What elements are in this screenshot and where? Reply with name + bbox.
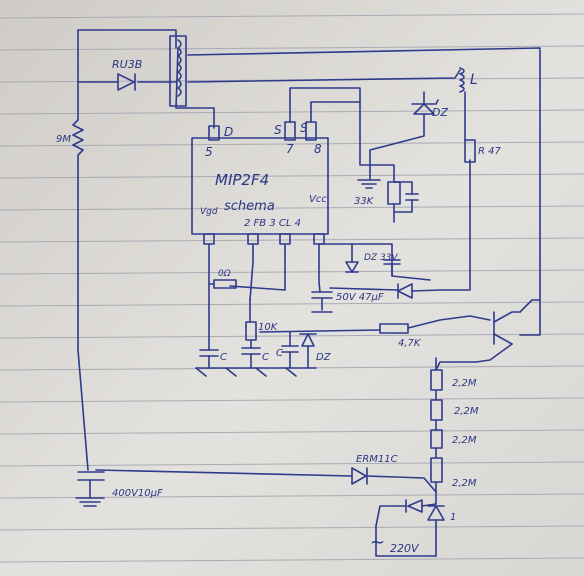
label-c3: C: [276, 348, 283, 359]
label-erm: ERM11C: [356, 454, 398, 465]
label-9m: 9M: [56, 134, 71, 145]
resistor-33k: [387, 181, 419, 223]
chip-subtitle: schema: [224, 199, 275, 214]
label-r22-1: 2,2M: [452, 378, 477, 389]
label-ac-voltage: 220V: [390, 542, 420, 555]
label-cap-400v: 400V10µF: [112, 488, 163, 499]
chip-name: MIP2F4: [215, 171, 269, 189]
chip-mip2f4: [191, 121, 329, 245]
chip-pin-vcc: Vcc: [309, 194, 327, 205]
chip-pin-s8-letter: S: [300, 121, 308, 135]
ruled-lines: [0, 13, 584, 563]
label-r01: 0Ω: [218, 269, 231, 279]
label-dz-bottom: DZ: [316, 352, 332, 363]
label-r47: R 47: [478, 146, 501, 157]
chip-pin-s7-letter: S: [274, 123, 282, 137]
label-r22-2: 2,2M: [454, 406, 479, 417]
lower-left-network: [208, 243, 381, 351]
label-33k: 33K: [354, 196, 375, 207]
chip-pin-s7-number: 7: [286, 142, 294, 156]
chip-pin-d-number: 5: [205, 145, 213, 159]
label-l: L: [470, 72, 478, 88]
label-ac-tilde: ~: [370, 532, 385, 553]
chip-pin-d-letter: D: [224, 125, 233, 139]
chip-pin-s8-number: 8: [314, 142, 322, 156]
cap-50v: [311, 291, 333, 313]
chip-pin-vgd: Vgd: [200, 207, 218, 217]
bridge-diodes: [375, 491, 445, 557]
label-r22-3: 2,2M: [452, 435, 477, 446]
label-d1: 1: [450, 512, 456, 523]
ac-source: [375, 525, 437, 557]
ground-mid: [357, 179, 381, 189]
label-r47k: 4,7K: [398, 338, 422, 349]
chip-bottom-pins: 2 FB 3 CL 4: [244, 218, 301, 229]
diode-erm11c: [95, 467, 437, 493]
diode-vcc: [329, 283, 441, 299]
label-cap-50v: 50V 47µF: [336, 292, 384, 303]
label-ru3b: RU3B: [112, 58, 142, 71]
transformer-coil: [169, 35, 187, 107]
outer-wiring: [77, 29, 541, 471]
wire-transistor-top: [519, 299, 541, 313]
cap-400v: [75, 471, 105, 507]
label-c1: C: [220, 352, 227, 363]
resistor-chain: [430, 357, 443, 493]
label-dz33: DZ 33V: [364, 253, 398, 263]
resistor-9m: [72, 119, 84, 161]
label-dz-top: DZ: [432, 106, 448, 119]
resistor-r47: [464, 139, 476, 163]
label-c2: C: [262, 352, 269, 363]
transistor: [435, 311, 521, 371]
label-r22-4: 2,2M: [452, 478, 477, 489]
diode-ru3b: [117, 73, 136, 91]
source-wiring: [289, 87, 395, 183]
label-r10k: 10K: [258, 322, 279, 333]
resistor-4k7: [379, 315, 491, 334]
capacitors-c: [195, 333, 317, 369]
inductor-l: [459, 67, 465, 93]
ground-lower: [195, 367, 297, 377]
supply-network: [318, 243, 431, 293]
